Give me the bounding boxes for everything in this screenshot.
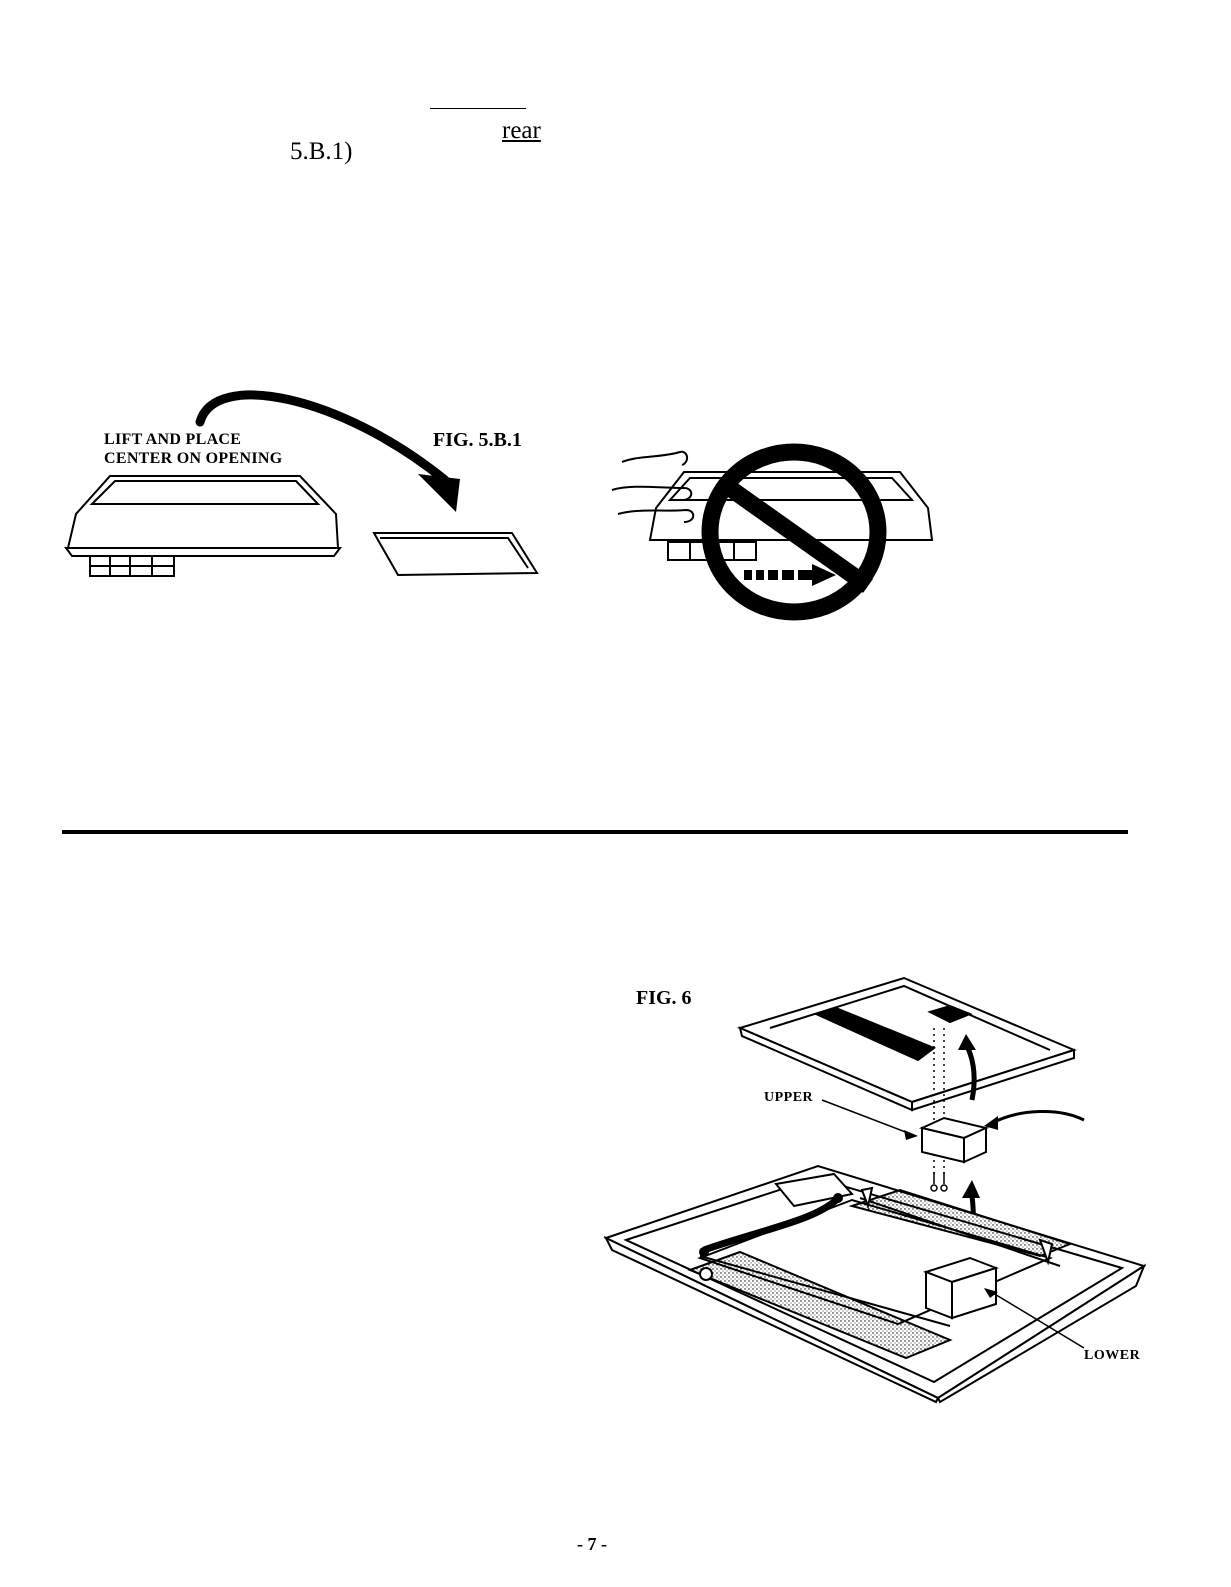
curved-pointer-icon: [990, 1111, 1084, 1124]
base-tray-icon: [606, 1166, 1144, 1402]
screws-icon: [931, 1172, 947, 1191]
upper-box-icon: [922, 1118, 986, 1162]
page-number: - 7 -: [577, 1534, 607, 1555]
top-cover-icon: [740, 978, 1074, 1110]
